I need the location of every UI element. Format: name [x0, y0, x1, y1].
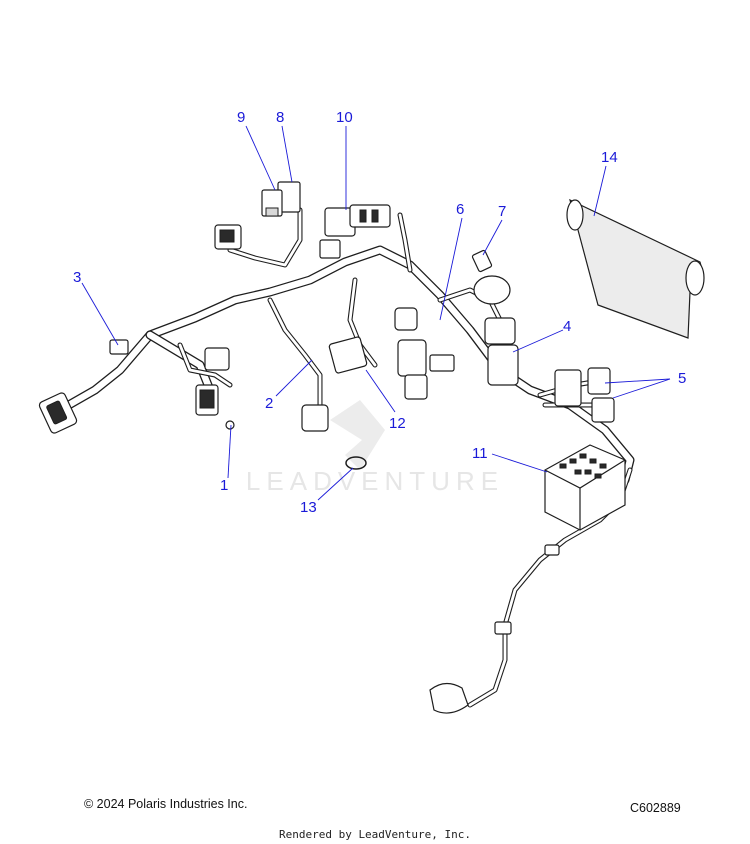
callout-10: 10 [336, 109, 353, 126]
connector-6 [397, 339, 427, 377]
connectors [38, 181, 705, 714]
connector-mid-left [204, 347, 230, 371]
connector-5a [554, 369, 582, 407]
watermark-text: LEADVENTURE [246, 466, 504, 496]
callout-6: 6 [456, 201, 464, 218]
connector-5b [587, 367, 611, 395]
callout-11: 11 [472, 445, 488, 462]
callout-8: 8 [276, 109, 284, 126]
clamp-13 [345, 456, 367, 470]
callout-1: 1 [220, 477, 228, 494]
figure-code: C602889 [630, 801, 681, 815]
connector-bottom-cap [429, 682, 469, 714]
callout-12: 12 [389, 415, 406, 432]
callout-14: 14 [601, 149, 618, 166]
callout-4: 4 [563, 318, 571, 335]
connector-3 [109, 339, 129, 355]
copyright-text: © 2024 Polaris Industries Inc. [84, 797, 248, 811]
watermark-logo-icon [330, 400, 385, 470]
connector-4 [487, 344, 519, 386]
relay-12 [328, 336, 368, 374]
callout-5: 5 [678, 370, 686, 387]
callout-2: 2 [265, 395, 273, 412]
fuse-box-11 [544, 444, 626, 531]
leader-lines [81, 125, 671, 501]
callout-7: 7 [498, 203, 506, 220]
branch-wires [177, 207, 633, 708]
callout-13: 13 [300, 499, 317, 516]
sleeve-14 [566, 198, 705, 339]
rendered-by-text: Rendered by LeadVenture, Inc. [278, 828, 472, 841]
callout-3: 3 [73, 269, 81, 286]
connector-2 [301, 404, 329, 432]
connector-7 [471, 249, 493, 273]
watermark: LEADVENTURE [246, 400, 504, 496]
callouts: 1 2 3 4 5 6 7 8 9 10 11 12 13 14 [73, 109, 686, 516]
callout-9: 9 [237, 109, 245, 126]
connector-round [473, 275, 511, 305]
